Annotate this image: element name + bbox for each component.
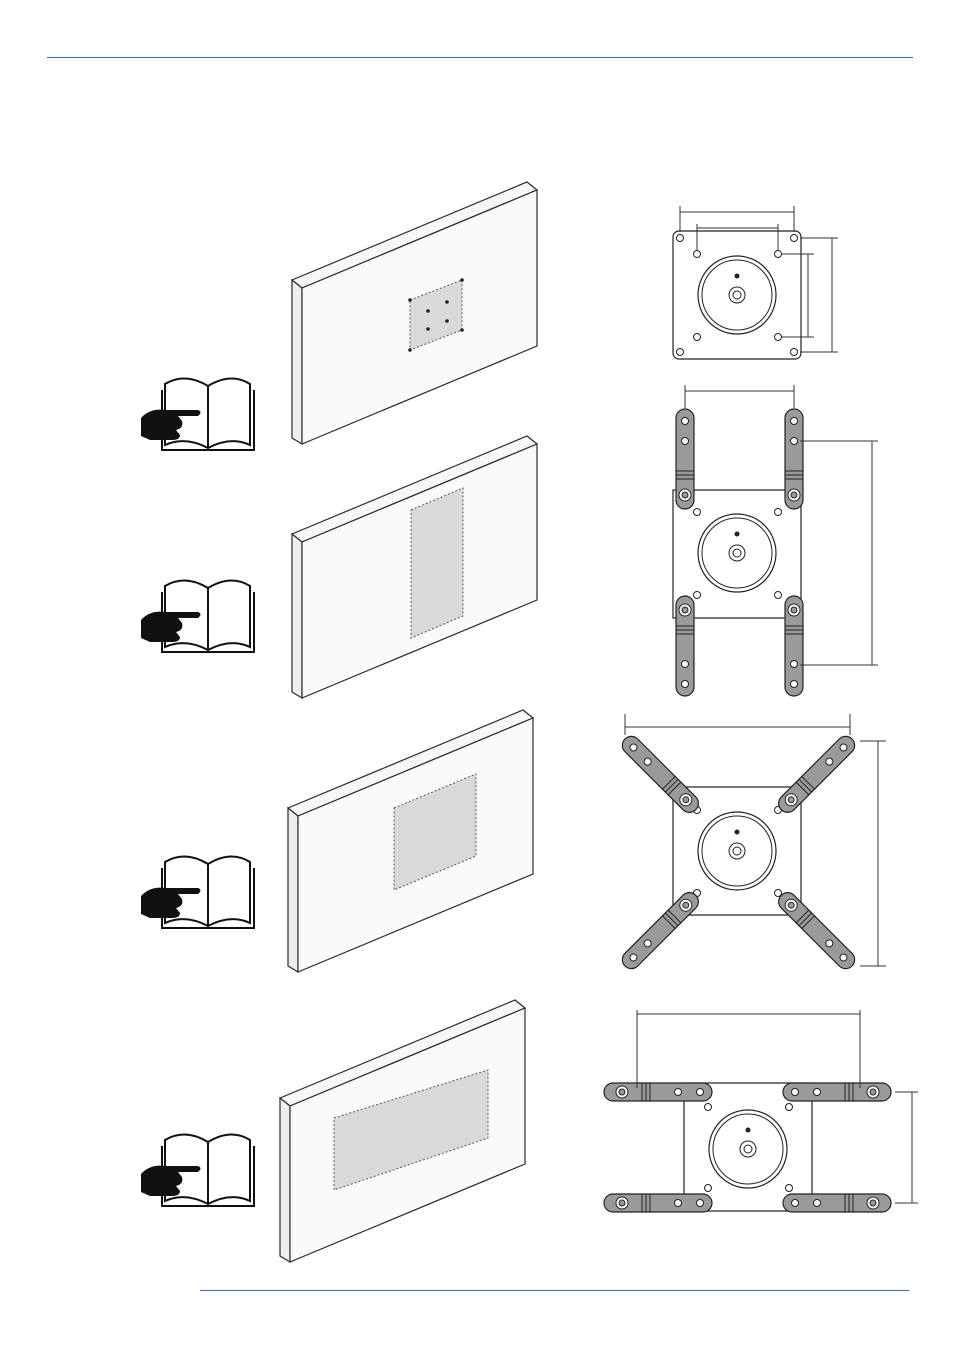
row-3 xyxy=(288,710,533,972)
plate-diagonal-arms xyxy=(619,714,886,972)
manual-icon xyxy=(141,580,254,652)
mount-plate xyxy=(673,231,801,359)
row-4 xyxy=(280,1000,525,1262)
plate-vertical-arms xyxy=(673,385,878,696)
row-1 xyxy=(141,182,838,450)
row-2 xyxy=(292,436,537,698)
manual-icon xyxy=(141,378,254,450)
plate-horizontal-arms xyxy=(604,1010,918,1212)
manual-icon xyxy=(141,1134,254,1206)
mount-pattern xyxy=(411,488,463,638)
manual-icon xyxy=(141,856,254,928)
